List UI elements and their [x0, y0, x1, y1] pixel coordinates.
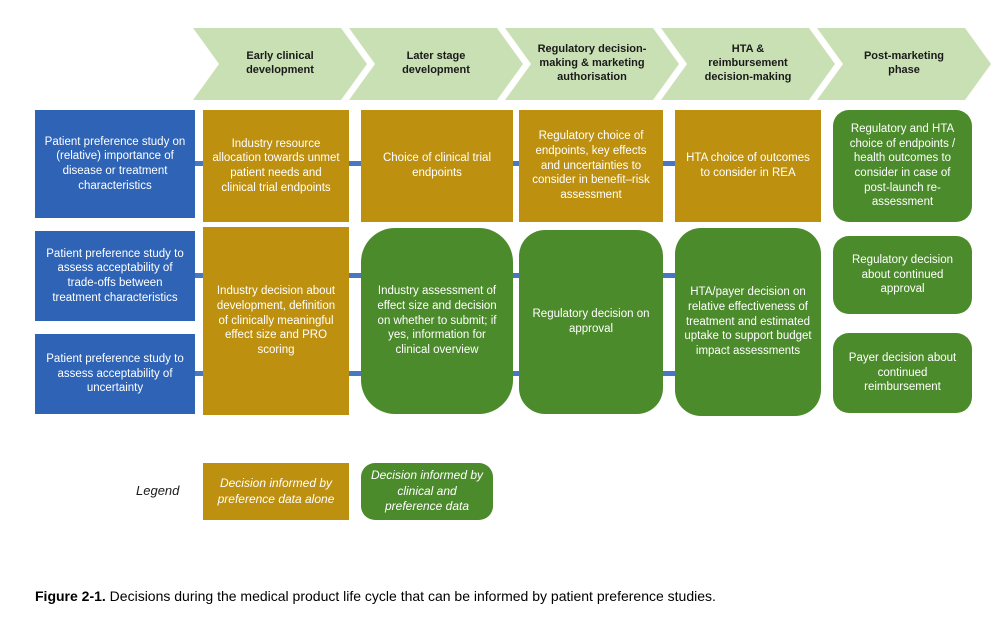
- figure-caption: Figure 2-1. Decisions during the medical…: [35, 588, 965, 604]
- phase-arrow-later-stage: Later stage development: [349, 28, 523, 100]
- connector-line: [193, 273, 207, 278]
- preference-study-box-uncertainty: Patient preference study to assess accep…: [35, 334, 195, 414]
- connector-line: [193, 371, 207, 376]
- connector-line: [658, 371, 682, 376]
- decision-box-hta-outcome-choice: HTA choice of outcomes to consider in RE…: [675, 110, 821, 222]
- legend-item-preference-only: Decision informed by preference data alo…: [203, 463, 349, 520]
- phase-arrow-early-clinical: Early clinical development: [193, 28, 367, 100]
- connector-line: [658, 273, 682, 278]
- connector-line: [193, 161, 207, 166]
- phase-arrow-hta-reimbursement: HTA & reimbursement decision-making: [661, 28, 835, 100]
- decision-box-regulatory-approval: Regulatory decision on approval: [519, 230, 663, 414]
- preference-study-box-trade-offs: Patient preference study to assess accep…: [35, 231, 195, 321]
- phase-arrow-regulatory: Regulatory decision-making & marketing a…: [505, 28, 679, 100]
- legend-label: Legend: [136, 483, 180, 498]
- phase-arrow-post-marketing: Post-marketing phase: [817, 28, 991, 100]
- decision-box-industry-development: Industry decision about development, def…: [203, 227, 349, 415]
- connector-line: [345, 161, 365, 166]
- decision-box-trial-endpoints: Choice of clinical trial endpoints: [361, 110, 513, 222]
- decision-box-continued-reimbursement: Payer decision about continued reimburse…: [833, 333, 972, 413]
- connector-line: [659, 161, 679, 166]
- connector-line: [345, 371, 367, 376]
- figure-caption-text: Decisions during the medical product lif…: [105, 588, 716, 604]
- decision-box-industry-resource-allocation: Industry resource allocation towards unm…: [203, 110, 349, 222]
- decision-box-hta-payer-effectiveness: HTA/payer decision on relative effective…: [675, 228, 821, 416]
- connector-line: [507, 161, 523, 166]
- figure-caption-number: Figure 2-1.: [35, 588, 106, 604]
- decision-box-industry-submit: Industry assessment of effect size and d…: [361, 228, 513, 414]
- decision-box-continued-approval: Regulatory decision about continued appr…: [833, 236, 972, 314]
- decision-box-post-launch-reassessment: Regulatory and HTA choice of endpoints /…: [833, 110, 972, 222]
- legend-item-clinical-preference: Decision informed by clinical and prefer…: [361, 463, 493, 520]
- decision-box-regulatory-endpoint-choice: Regulatory choice of endpoints, key effe…: [519, 110, 663, 222]
- preference-study-box-importance: Patient preference study on (relative) i…: [35, 110, 195, 218]
- connector-line: [345, 273, 367, 278]
